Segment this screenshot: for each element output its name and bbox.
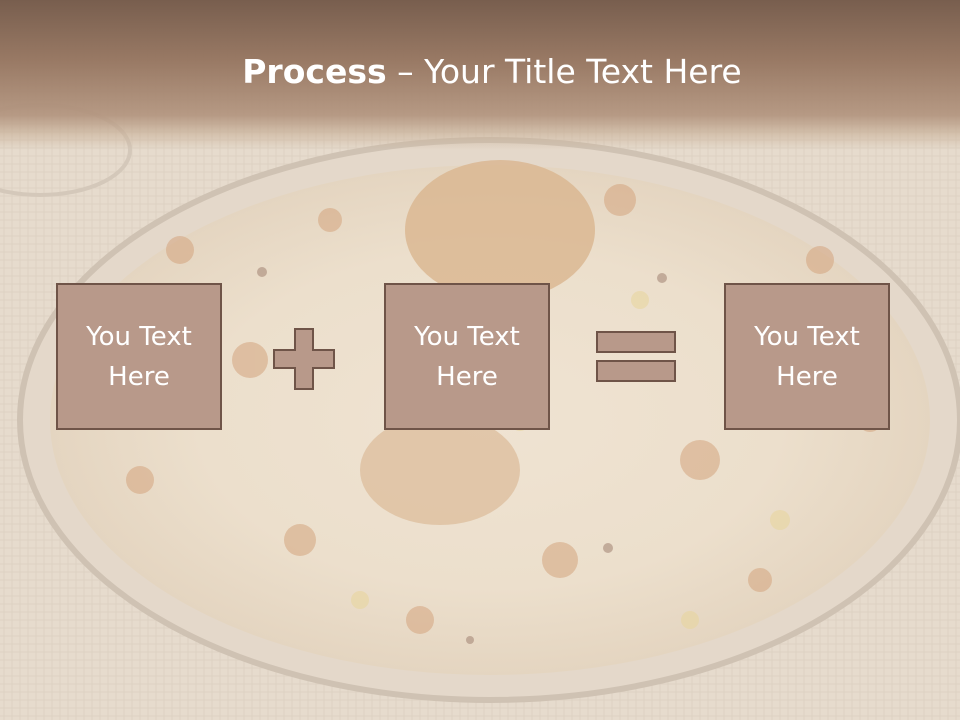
process-box-2[interactable]: You Text Here: [384, 283, 550, 430]
title-band: Process – Your Title Text Here: [0, 0, 960, 150]
box-1-line-2: Here: [108, 361, 170, 392]
equals-icon: [596, 331, 676, 382]
process-box-3[interactable]: You Text Here: [724, 283, 890, 430]
box-3-line-2: Here: [776, 361, 838, 392]
title-text: Your Title Text Here: [424, 52, 742, 91]
box-3-line-1: You Text: [754, 321, 860, 352]
box-2-line-1: You Text: [414, 321, 520, 352]
title-separator: –: [386, 52, 425, 91]
box-3-text: You Text Here: [732, 317, 882, 397]
slide-title: Process – Your Title Text Here: [0, 52, 960, 91]
box-1-text: You Text Here: [64, 317, 214, 397]
box-1-line-1: You Text: [86, 321, 192, 352]
plus-icon: [273, 328, 335, 390]
box-2-line-2: Here: [436, 361, 498, 392]
box-2-text: You Text Here: [392, 317, 542, 397]
process-box-1[interactable]: You Text Here: [56, 283, 222, 430]
title-bold: Process: [242, 52, 387, 91]
